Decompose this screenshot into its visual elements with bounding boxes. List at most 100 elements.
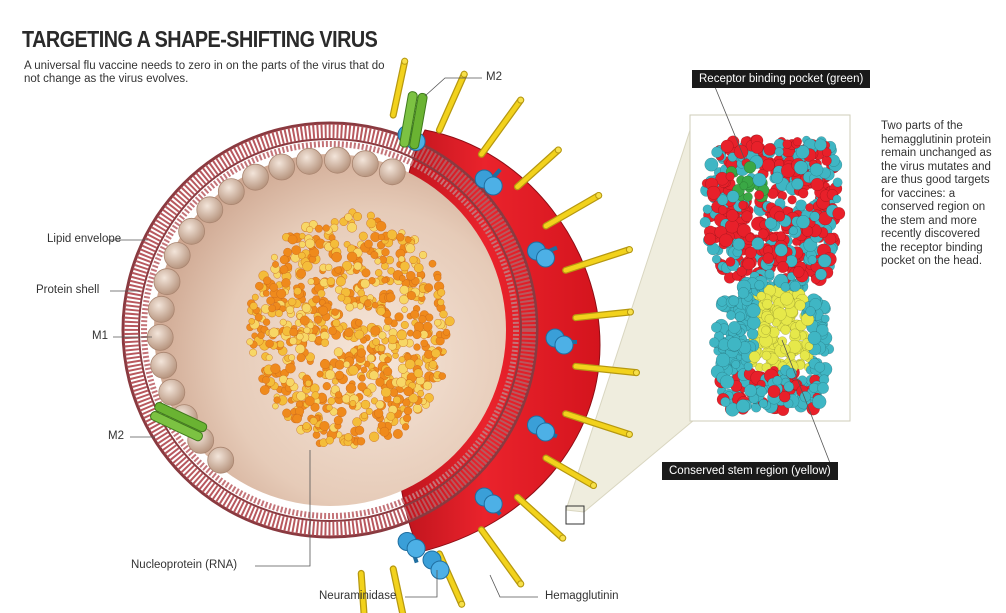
protein-atom	[711, 322, 721, 332]
rna-bead	[367, 212, 375, 220]
rna-bead	[262, 376, 269, 383]
neuraminidase-head	[555, 336, 573, 354]
rna-bead	[414, 369, 423, 378]
hemagglutinin-tip	[596, 193, 602, 199]
neuraminidase-head	[407, 540, 425, 558]
rna-bead	[393, 429, 402, 438]
rna-bead	[260, 386, 269, 395]
rna-bead	[310, 417, 317, 424]
rna-bead	[387, 230, 397, 240]
side-note: Two parts of the hemagglutinin protein r…	[881, 120, 999, 269]
m1-protein	[243, 164, 269, 190]
rna-bead	[325, 264, 332, 271]
protein-atom	[794, 161, 808, 175]
protein-atom	[726, 257, 735, 266]
rna-bead	[271, 364, 281, 374]
rna-bead	[343, 361, 350, 368]
m1-protein	[379, 159, 405, 185]
rna-bead	[289, 354, 295, 360]
protein-atom	[700, 217, 711, 228]
rna-bead	[317, 371, 323, 377]
rna-bead	[298, 252, 305, 259]
rna-bead	[364, 240, 372, 248]
rna-bead	[294, 287, 302, 295]
protein-atom	[833, 178, 842, 187]
rna-bead	[308, 278, 314, 284]
rna-bead	[266, 354, 272, 360]
rna-bead	[275, 310, 282, 317]
rna-bead	[432, 349, 441, 358]
label-m2-top: M2	[486, 71, 502, 83]
rna-bead	[326, 436, 334, 444]
m1-protein	[151, 352, 177, 378]
rna-bead	[402, 307, 408, 313]
protein-atom	[780, 292, 793, 305]
callout-stem-region: Conserved stem region (yellow)	[662, 462, 838, 480]
rna-bead	[414, 263, 423, 272]
rna-bead	[355, 330, 364, 339]
hemagglutinin-tip	[591, 483, 597, 489]
protein-atom	[755, 280, 765, 290]
protein-atom	[783, 140, 792, 149]
rna-bead	[332, 309, 339, 316]
protein-atom	[727, 337, 741, 351]
rna-bead	[296, 401, 303, 408]
protein-atom	[729, 296, 739, 306]
hemagglutinin-tip	[555, 147, 561, 153]
rna-bead	[399, 275, 405, 281]
rna-bead	[367, 219, 376, 228]
hemagglutinin-spike-body	[481, 530, 520, 584]
protein-atom	[712, 147, 723, 158]
rna-bead	[361, 367, 367, 373]
rna-bead	[376, 221, 386, 231]
rna-bead	[335, 371, 344, 380]
m1-protein	[208, 447, 234, 473]
protein-atom	[773, 376, 782, 385]
protein-atom	[734, 145, 748, 159]
rna-bead	[402, 423, 409, 430]
protein-atom	[775, 244, 788, 257]
hemagglutinin-tip	[518, 581, 524, 587]
rna-bead	[274, 397, 281, 404]
rna-bead	[293, 414, 302, 423]
rna-bead	[378, 345, 385, 352]
rna-bead	[336, 277, 345, 286]
rna-bead	[374, 409, 383, 418]
rna-bead	[426, 314, 434, 322]
rna-bead	[396, 233, 404, 241]
rna-bead	[335, 267, 342, 274]
rna-bead	[296, 269, 305, 278]
protein-atom	[747, 328, 758, 339]
rna-bead	[361, 400, 370, 409]
rna-bead	[286, 306, 294, 314]
rna-bead	[290, 328, 298, 336]
rna-bead	[414, 344, 421, 351]
protein-atom	[707, 186, 720, 199]
protein-atom	[716, 353, 730, 367]
protein-atom	[762, 351, 771, 360]
rna-bead	[413, 331, 421, 339]
rna-bead	[327, 277, 335, 285]
rna-bead	[373, 338, 380, 345]
rna-bead	[406, 271, 415, 280]
protein-atom	[726, 210, 738, 222]
protein-atom	[762, 159, 775, 172]
protein-atom	[705, 158, 718, 171]
protein-atom	[797, 215, 810, 228]
protein-atom	[763, 253, 774, 264]
rna-bead	[296, 344, 305, 353]
protein-atom	[762, 299, 772, 309]
protein-atom	[818, 383, 829, 394]
protein-atom	[769, 233, 777, 241]
rna-bead	[360, 279, 369, 288]
m1-protein	[159, 379, 185, 405]
protein-atom	[788, 195, 797, 204]
protein-atom	[744, 384, 756, 396]
protein-atom	[792, 178, 804, 190]
rna-bead	[403, 414, 411, 422]
protein-atom	[815, 269, 826, 280]
rna-bead	[399, 356, 405, 362]
m1-protein	[179, 218, 205, 244]
rna-bead	[383, 367, 392, 376]
protein-atom	[735, 312, 745, 322]
